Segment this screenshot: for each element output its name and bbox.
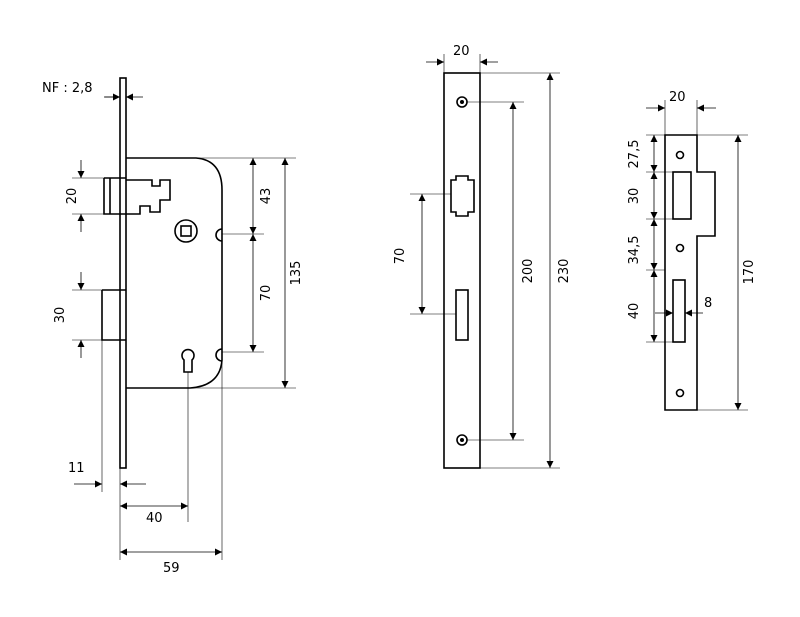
faceplate-outline [443,72,481,469]
faceplate-deadbolt-opening [455,289,469,341]
lock-faceplate [119,77,127,469]
deadbolt [101,289,126,341]
latch-bolt [103,177,126,215]
spindle-follower [174,219,198,243]
nf-thickness-label: NF : 2,8 [42,81,93,96]
strike-34-5-label: 34,5 [627,236,642,265]
faceplate-view: 20 70 200 230 [393,44,572,469]
strike-8-label: 8 [704,296,712,311]
faceplate-230-label: 230 [557,259,572,284]
dim-11-label: 11 [68,461,85,476]
latch-height-label: 20 [65,188,80,205]
dim-135-label: 135 [289,261,304,286]
faceplate-200-label: 200 [521,259,536,284]
strike-30-label: 30 [627,188,642,205]
strike-plate-view: 20 27,5 30 34,5 40 8 170 [627,90,757,411]
faceplate-latch-opening [450,175,475,217]
dim-70-label: 70 [259,285,274,302]
strike-deadbolt-recess [672,279,686,343]
dim-43-label: 43 [259,188,274,205]
strike-bottom-hole [675,388,685,398]
strike-170-label: 170 [742,260,757,285]
mortise-lock-view: NF : 2,8 20 30 43 70 135 11 [42,77,304,576]
strike-middle-hole [675,243,685,253]
strike-latch-recess [672,171,692,220]
strike-width-label: 20 [669,90,686,105]
strike-40-label: 40 [627,303,642,320]
keyhole [181,348,195,373]
faceplate-70-label: 70 [393,248,408,265]
dim-59-label: 59 [163,561,180,576]
latch-tail [126,179,171,215]
deadbolt-height-label: 30 [53,307,68,324]
strike-27-5-label: 27,5 [627,140,642,169]
faceplate-width-label: 20 [453,44,470,59]
dim-40-label: 40 [146,511,163,526]
strike-outline [664,134,716,411]
lock-case [126,157,223,389]
strike-top-hole [675,150,685,160]
